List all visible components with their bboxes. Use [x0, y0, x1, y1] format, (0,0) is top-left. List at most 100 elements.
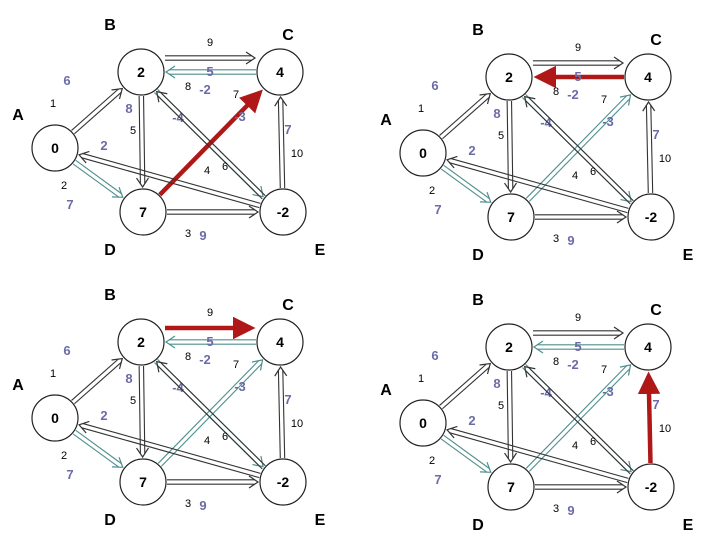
edge-a-d-blue-weight: 7 [66, 467, 73, 482]
edge-a-b-line-b [71, 358, 119, 401]
edge-c-b-arrowhead [164, 335, 176, 349]
edge-b-d-weight: 5 [498, 130, 504, 142]
edge-e-c-blue-weight: 7 [284, 122, 291, 137]
edge-a-b-weight: 1 [418, 373, 424, 385]
edge-d-c-line-a [160, 363, 263, 467]
edge-b-e-arrowhead [252, 185, 264, 198]
edge-e-c-blue-weight: 7 [284, 392, 291, 407]
edge-b-c [533, 326, 625, 340]
edge-d-c-weight: 7 [233, 359, 239, 371]
edge-b-d-line-b [510, 100, 514, 189]
node-b-value: 2 [137, 64, 145, 80]
node-b: 2B [104, 17, 165, 96]
node-c: 4C [256, 297, 304, 366]
edge-e-c-arrowhead [274, 365, 288, 377]
edge-e-b [523, 365, 634, 475]
edge-e-b [523, 95, 634, 205]
node-e: -2E [259, 188, 326, 259]
edge-b-c-weight: 9 [575, 42, 581, 54]
edge-b-d-blue-weight: 8 [493, 106, 500, 121]
edge-a-b-line-b [439, 93, 487, 136]
node-e-letter: E [683, 247, 694, 264]
edge-e-c-arrowhead [274, 95, 288, 107]
node-d-circle [119, 188, 167, 236]
node-e-circle [259, 188, 307, 236]
edge-b-d-blue-weight: 8 [125, 371, 132, 386]
node-e-value: -2 [277, 204, 290, 220]
edge-e-b-line-b [524, 369, 631, 475]
edge-e-b-arrowhead [523, 95, 536, 108]
edge-e-a-line-b [81, 427, 260, 479]
edge-e-b-arrowhead [523, 365, 536, 378]
edge-d-e-arrowhead [616, 210, 628, 224]
node-e-circle [259, 458, 307, 506]
node-e-letter: E [315, 512, 326, 529]
edge-e-c-arrowhead [642, 100, 656, 112]
node-e-circle [627, 193, 675, 241]
edge-e-c-weight: 10 [659, 153, 671, 165]
node-d-circle [487, 193, 535, 241]
edge-d-e [167, 475, 260, 489]
edge-a-d-line-b [443, 164, 490, 200]
edge-b-d-weight: 5 [498, 400, 504, 412]
edge-b-c-arrowhead [613, 326, 625, 340]
edge-e-a-line-a [450, 427, 629, 479]
edge-e-a-line-a [82, 422, 261, 474]
edge-c-b-weight: 8 [185, 81, 191, 93]
edge-b-d-line-a [138, 366, 141, 455]
edge-a-b-line-a [442, 96, 490, 140]
edge-b-d-blue-weight: 8 [493, 376, 500, 391]
edge-a-b-arrowhead [479, 362, 492, 375]
edge-d-c-blue-weight: -3 [602, 384, 614, 399]
edge-e-b-weight: 6 [590, 436, 596, 448]
edge-b-c-weight: 9 [575, 312, 581, 324]
edge-d-c [525, 94, 632, 202]
node-b-letter: B [104, 287, 116, 304]
edge-e-c-weight: 10 [659, 423, 671, 435]
edge-b-c-arrowhead [245, 51, 257, 65]
edge-b-d-line-b [142, 95, 146, 184]
edge-e-c [642, 100, 656, 194]
node-e: -2E [627, 193, 694, 264]
edge-e-a-line-a [82, 152, 261, 204]
edge-e-c-weight: 10 [291, 148, 303, 160]
edge-d-e-weight: 3 [553, 233, 559, 245]
edge-e-a-arrowhead [446, 425, 458, 439]
edge-d-c-line-a [528, 368, 631, 472]
node-b-letter: B [104, 17, 116, 34]
node-e-value: -2 [645, 479, 658, 495]
edge-e-c-blue-weight: 7 [652, 127, 659, 142]
node-d-circle [119, 458, 167, 506]
edge-c-b-blue-weight: 5 [574, 69, 581, 84]
edge-e-c-line-a [282, 369, 286, 458]
node-c-circle [256, 48, 304, 96]
node-b-circle [485, 53, 533, 101]
edge-a-d-arrowhead [479, 191, 492, 203]
node-d-letter: D [472, 517, 484, 534]
edge-d-c-line-b [525, 95, 628, 199]
edge-e-b-line-a [527, 366, 634, 472]
edge-c-b-blue-weight: 5 [206, 334, 213, 349]
edge-d-e-blue-weight: 9 [567, 233, 574, 248]
node-a-circle [31, 124, 79, 172]
edge-d-e [167, 205, 260, 219]
edge-e-a [446, 425, 629, 484]
edge-e-b-line-b [524, 99, 631, 205]
edge-e-a-blue-weight: 2 [468, 413, 475, 428]
edge-e-c-highlighted [637, 371, 661, 464]
edge-d-c-weight: 7 [233, 89, 239, 101]
edge-d-e-weight: 3 [185, 228, 191, 240]
node-e-value: -2 [277, 474, 290, 490]
edge-a-b-blue-weight: 6 [63, 73, 70, 88]
edge-e-c-line-b [277, 370, 281, 459]
edge-e-c-blue-weight: 7 [652, 397, 659, 412]
node-b-circle [117, 318, 165, 366]
node-b-circle [485, 323, 533, 371]
edge-b-c-weight: 9 [207, 37, 213, 49]
edge-c-b-arrowhead [532, 340, 544, 354]
edge-b-e-arrowhead [620, 460, 632, 473]
node-c-circle [256, 318, 304, 366]
